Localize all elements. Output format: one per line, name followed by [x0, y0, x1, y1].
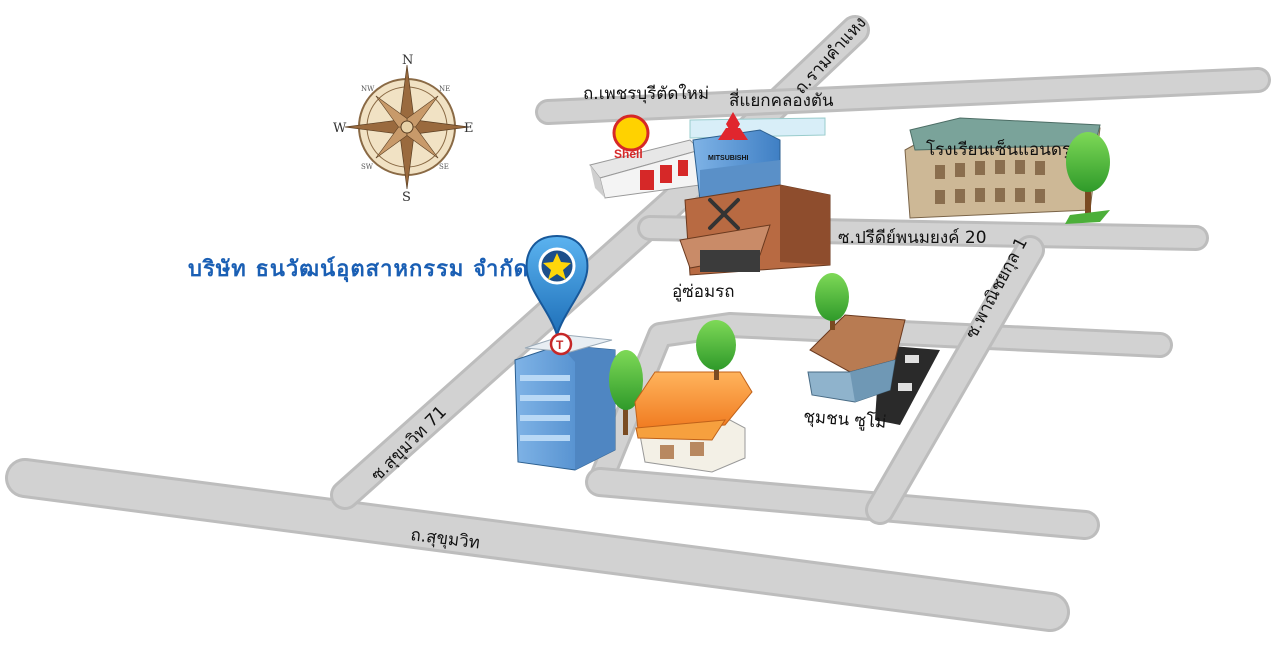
compass-e: E: [464, 121, 474, 136]
road-label-phetchaburi: ถ.เพชรบุรีตัดใหม่: [583, 83, 709, 104]
compass-s: S: [402, 190, 411, 205]
compass-sw: SW: [361, 163, 374, 171]
roads: [5, 15, 1271, 632]
compass-nw: NW: [361, 85, 375, 93]
company-location-marker-icon: [525, 234, 589, 339]
compass-n: N: [402, 53, 413, 68]
compass-se: SE: [439, 163, 449, 171]
tree-icon: [1065, 132, 1110, 224]
landmark-label-intersection: สี่แยกคลองตัน: [729, 88, 834, 111]
compass-ne: NE: [439, 85, 450, 93]
landmark-label-school: โรงเรียนเซ็นแอนดรูว์: [926, 138, 1081, 160]
shell-label: Shell: [614, 147, 643, 161]
mitsubishi-building-icon: MITSUBISHI: [689, 112, 826, 201]
company-logo-letter: T: [556, 338, 564, 352]
road-label-pridi-20: ซ.ปรีดีย์พนมยงค์ 20: [838, 228, 987, 248]
shell-station-icon: Shell: [589, 114, 701, 199]
tree-icon: [815, 273, 849, 330]
landmark-label-garage: อู่ซ่อมรถ: [672, 282, 735, 302]
company-name: บริษัท ธนวัฒน์อุตสาหกรรม จำกัด: [188, 256, 529, 283]
tree-icon: [696, 320, 736, 380]
community-building-icon: [807, 314, 940, 425]
company-logo-icon: [549, 332, 573, 356]
tree-icon: [609, 350, 643, 435]
compass-rose-icon: N S E W NE NW SE SW: [333, 53, 474, 205]
landmark-label-community: ชุมชน ซูโม่: [803, 406, 887, 433]
garage-building-icon: [679, 184, 831, 276]
company-building-icon: T: [514, 332, 616, 471]
compass-w: W: [333, 121, 347, 136]
house-icon: [634, 371, 753, 473]
mitsubishi-label: MITSUBISHI: [708, 155, 749, 162]
star-icon: [543, 253, 571, 280]
school-building-icon: [904, 117, 1101, 219]
